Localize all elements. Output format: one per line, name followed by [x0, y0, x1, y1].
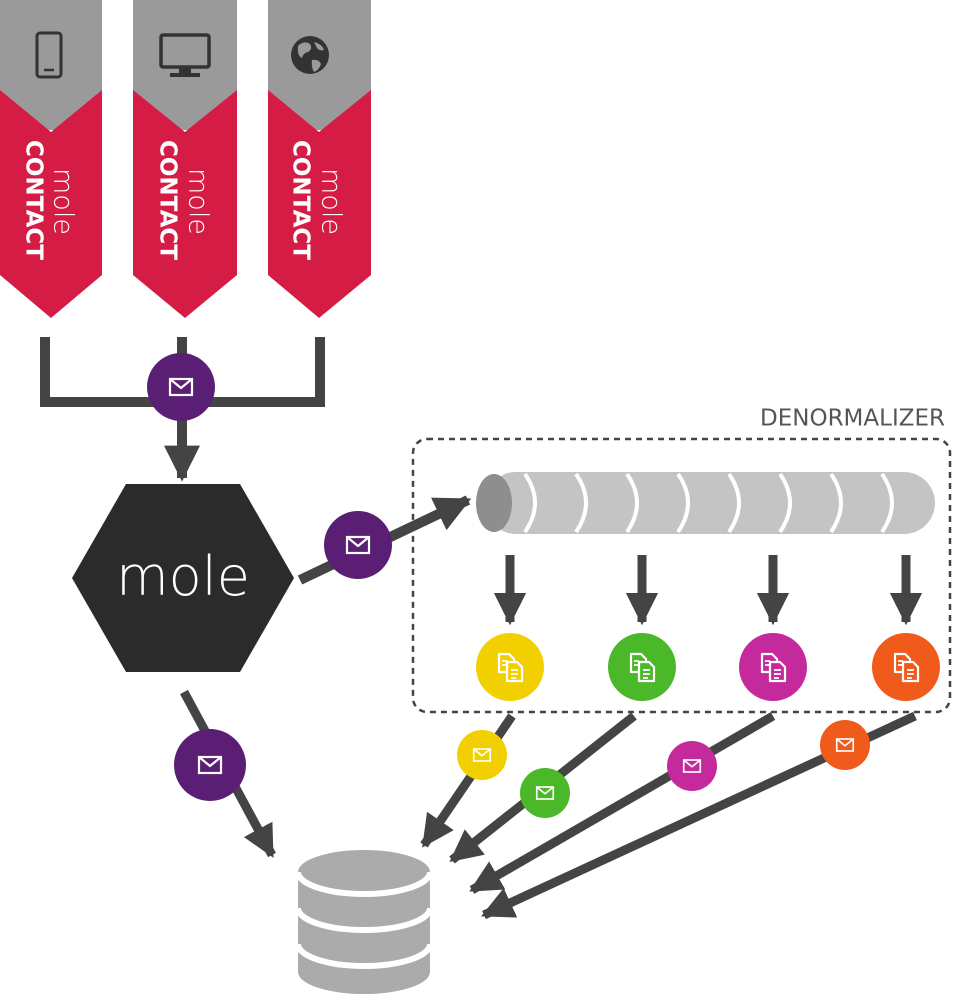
client-brand: mole: [183, 168, 214, 235]
message-queue: [476, 472, 935, 534]
message-badge: [820, 720, 870, 770]
smartphone-icon: [35, 31, 63, 79]
core-service: mole: [72, 484, 294, 672]
client-brand: mole: [316, 168, 347, 235]
message-badge: [324, 511, 392, 579]
worker-green: [608, 633, 676, 701]
worker-magenta: [739, 633, 807, 701]
denormalizer-title: DENORMALIZER: [760, 406, 945, 432]
database-icon: [295, 850, 433, 994]
worker-orange: [872, 633, 940, 701]
client-banner-phone: mole CONTACT: [0, 0, 102, 318]
client-brand: mole: [48, 168, 79, 235]
message-badge: [667, 741, 717, 791]
message-badge: [457, 730, 507, 780]
monitor-icon: [159, 33, 211, 77]
message-badge: [174, 729, 246, 801]
message-badge: [147, 353, 215, 421]
client-banner-web: mole CONTACT: [268, 0, 371, 318]
client-label: CONTACT: [288, 140, 314, 260]
globe-icon: [291, 36, 329, 74]
worker-yellow: [476, 633, 544, 701]
client-label: CONTACT: [21, 140, 47, 260]
client-label: CONTACT: [155, 140, 181, 260]
message-badge: [520, 768, 570, 818]
denormalizer-group: DENORMALIZER: [411, 406, 952, 714]
core-label: mole: [116, 545, 250, 608]
client-banner-desktop: mole CONTACT: [133, 0, 237, 318]
worker-to-database-arrow: [469, 712, 776, 894]
